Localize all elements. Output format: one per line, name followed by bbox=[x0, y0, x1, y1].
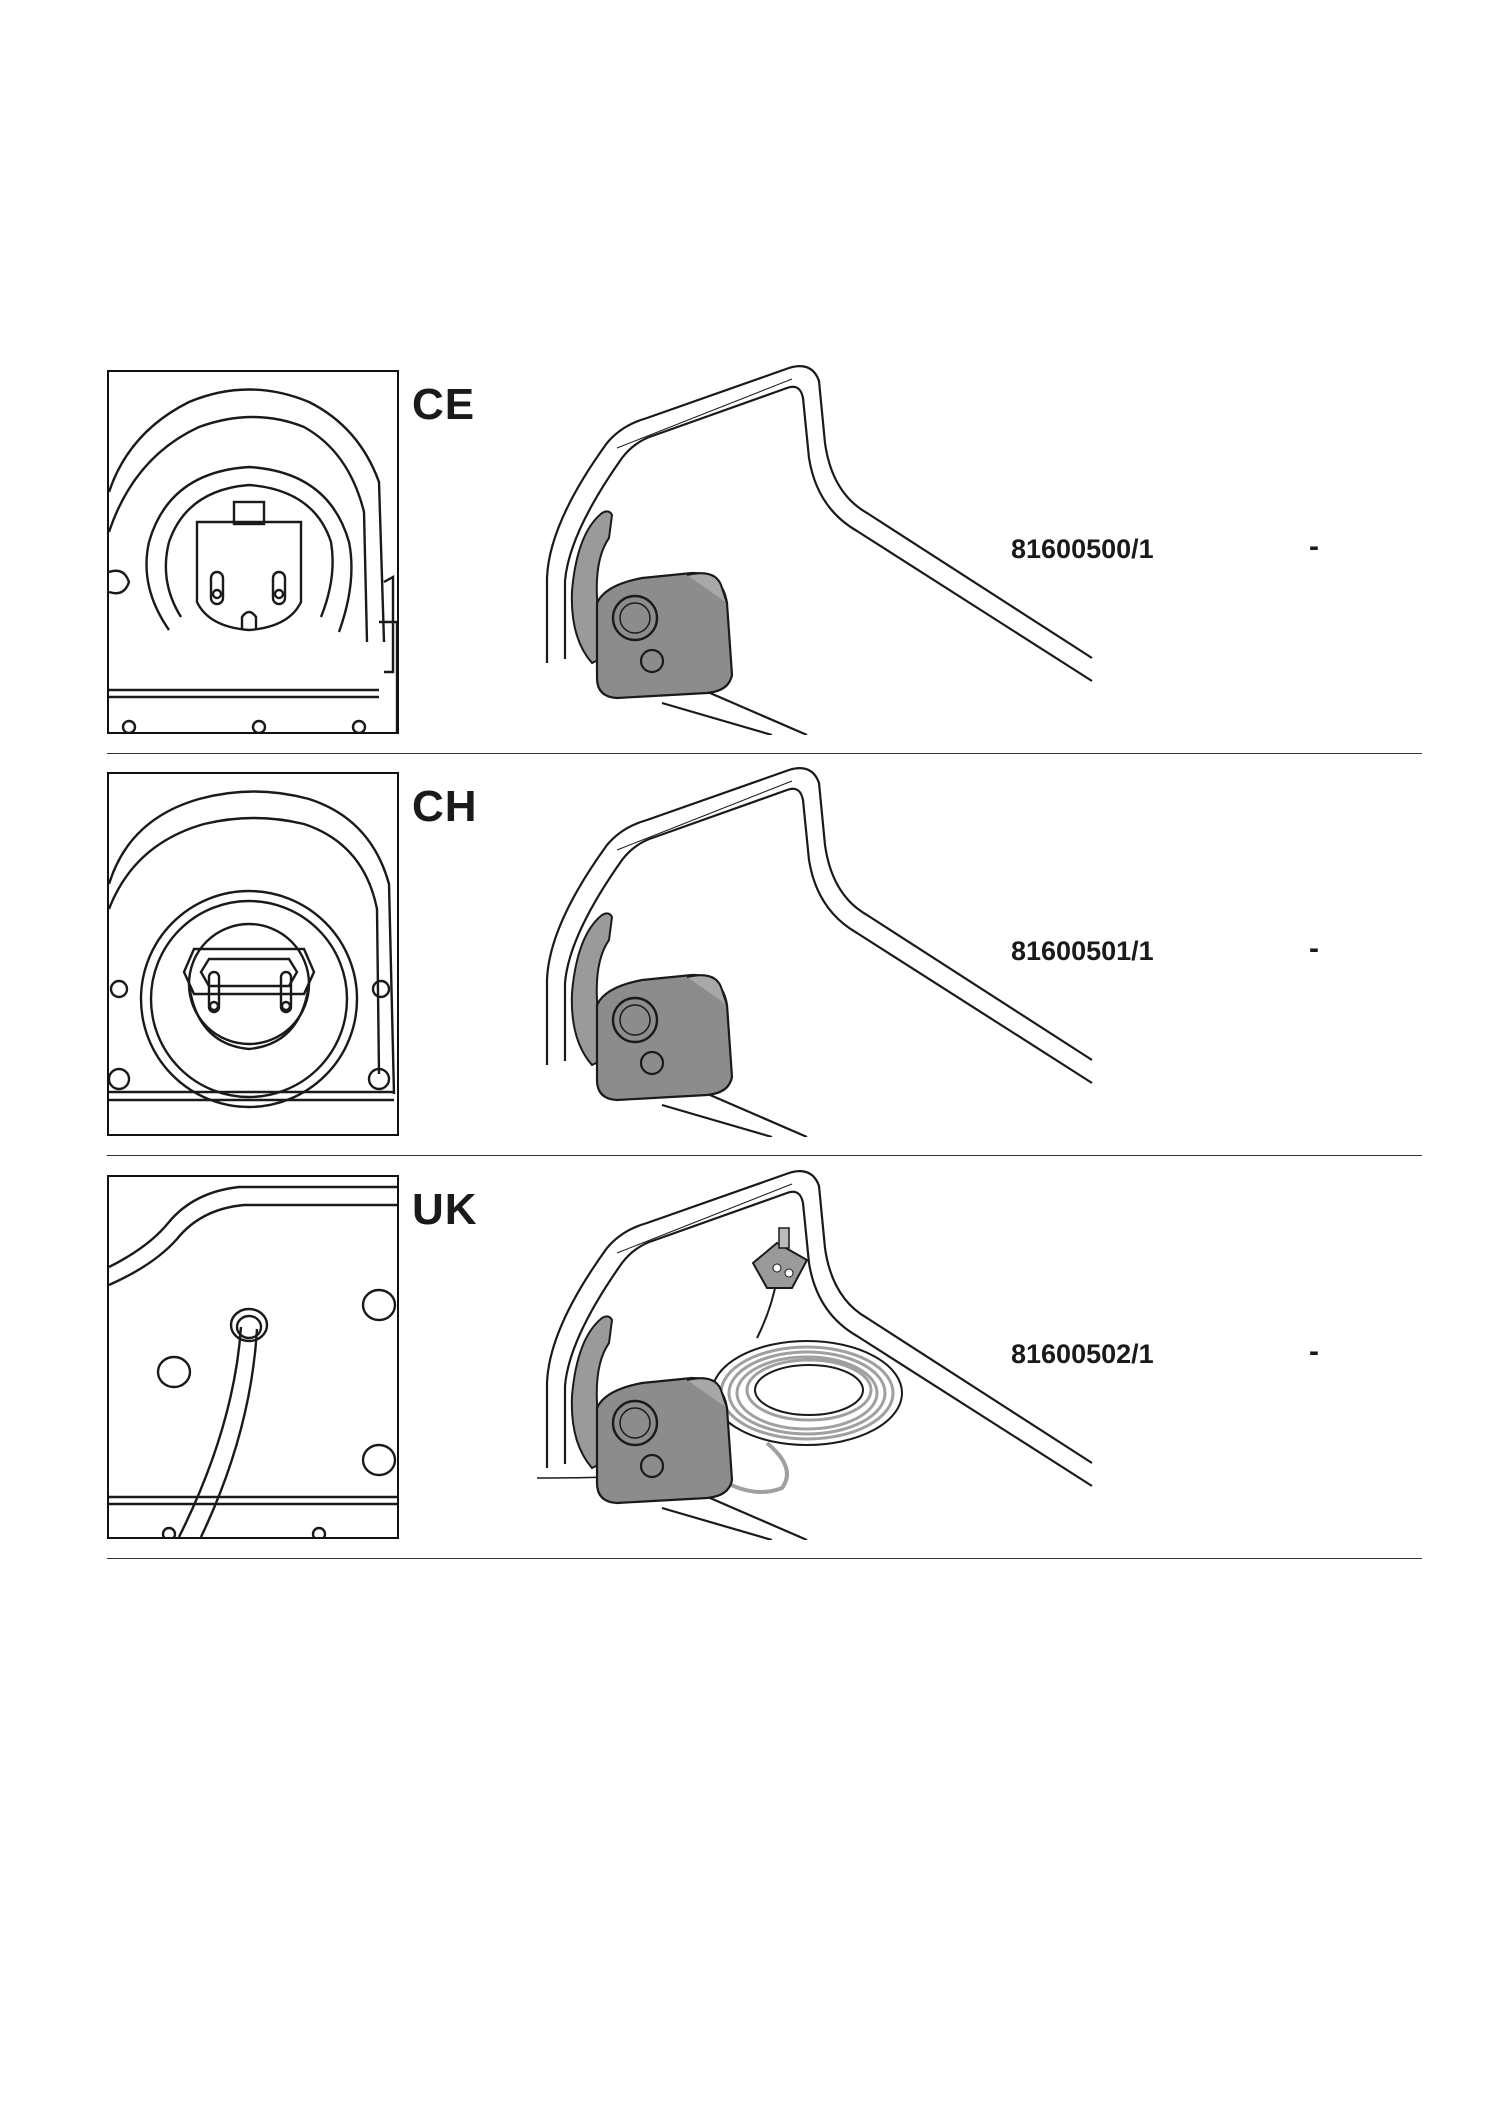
detail-view-ch bbox=[107, 772, 399, 1136]
detail-view-ce bbox=[107, 370, 399, 734]
part-row-ch: CH 81600501/1 - bbox=[107, 767, 1422, 1173]
part-number: 81600501/1 bbox=[1011, 936, 1154, 966]
part-row-ce: CE 81600500/1 - bbox=[107, 365, 1422, 771]
region-code: UK bbox=[412, 1185, 478, 1234]
part-row-uk: UK bbox=[107, 1170, 1422, 1576]
quantity-dash: - bbox=[1309, 1335, 1319, 1368]
row-divider bbox=[107, 753, 1422, 754]
uk-plug-icon bbox=[751, 1227, 809, 1289]
quantity-dash: - bbox=[1309, 530, 1319, 563]
row-divider bbox=[107, 1558, 1422, 1559]
mower-handle-switch-illustration bbox=[545, 365, 1093, 735]
detail-view-uk bbox=[107, 1175, 399, 1539]
coiled-cable-icon bbox=[711, 1340, 903, 1446]
region-code: CH bbox=[412, 782, 478, 831]
quantity-dash: - bbox=[1309, 932, 1319, 965]
part-number: 81600502/1 bbox=[1011, 1339, 1154, 1369]
schuko-socket-icon bbox=[109, 388, 397, 732]
cable-grommet-icon bbox=[109, 1185, 397, 1537]
row-divider bbox=[107, 1155, 1422, 1156]
region-code: CE bbox=[412, 380, 476, 429]
mower-handle-switch-illustration bbox=[545, 767, 1093, 1137]
part-number: 81600500/1 bbox=[1011, 534, 1154, 564]
swiss-socket-icon bbox=[109, 790, 396, 1109]
mower-handle-switch-cable-illustration bbox=[536, 1170, 1093, 1540]
